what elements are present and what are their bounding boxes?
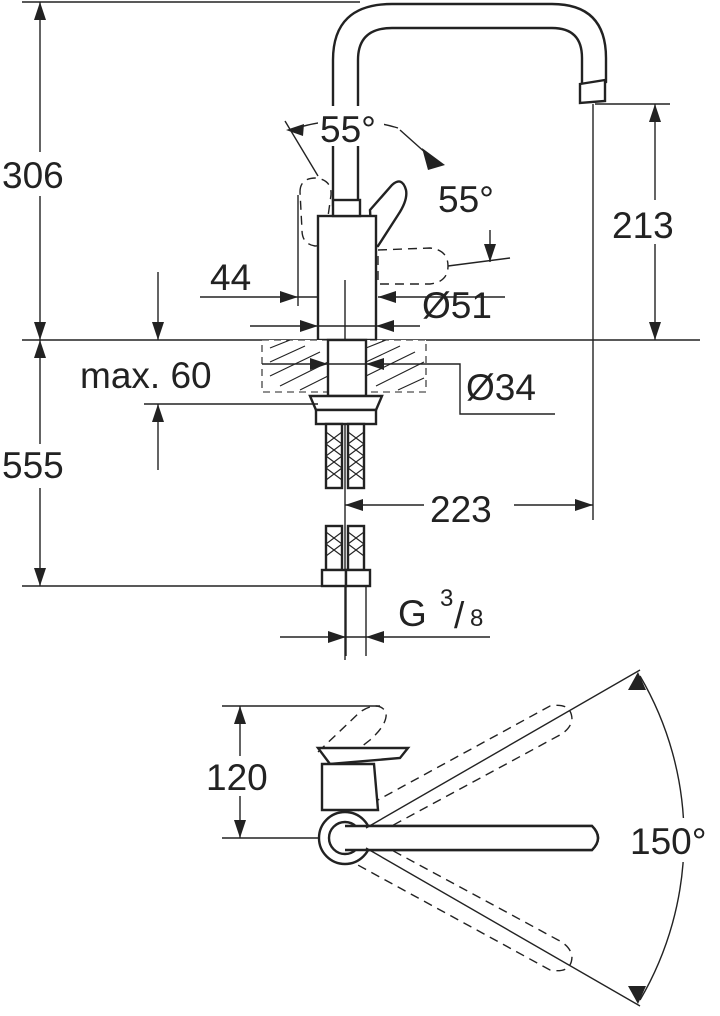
arrow-213-top [649,104,661,122]
dim-label-555: 555 [2,445,64,486]
label-bg-306 [0,152,82,196]
label-bg-213 [610,200,692,244]
arrow-150-bottom [628,986,646,1004]
spout-swing-dashed-up [344,704,573,843]
arrow-34-right [366,358,384,370]
arrow-555-bottom [34,568,46,586]
mounting-nut [308,394,384,412]
arrow-150-top [628,672,646,690]
dim-label-223: 223 [430,489,492,530]
arrow-g-right [366,631,384,643]
plan-view: 120 150° [202,669,720,1007]
mounting-washer [314,408,378,426]
arrow-213-bottom [649,322,661,340]
arrow-34-left [310,358,328,370]
arrow-60-top [152,322,164,340]
handle-body-plan [320,762,380,812]
label-bg-55-left [318,106,384,146]
arrow-120-bottom [234,820,246,838]
spout [331,2,608,207]
handle-plan [315,746,411,766]
arrow-angle-right [484,244,496,262]
label-bg-555 [0,444,82,488]
dim-label-g-numerator: 3 [440,585,453,612]
arrow-223-right [575,499,593,511]
side-elevation-view: 306 555 213 55° [0,1,700,660]
dim-label-g-slash: / [454,595,465,636]
label-bg-223 [424,488,514,528]
arrow-120-top [234,706,246,724]
spout-swing-dashed-down [344,833,573,972]
dim-label-120: 120 [206,757,268,798]
dim-label-44: 44 [210,257,251,298]
arrow-555-top [34,340,46,358]
angle-line-right-top [399,129,429,156]
leader-34 [430,363,555,415]
dim-label-60: max. 60 [80,355,212,396]
arrow-51-leader [378,291,396,303]
dim-label-34: Ø34 [466,367,536,408]
dim-label-55-left: 55° [320,109,376,150]
label-bg-55-right [436,176,516,216]
arrow-51-left [300,320,318,332]
dim-label-g: G [398,593,427,634]
label-bg-150 [626,818,720,862]
arrow-60-bottom [152,404,164,422]
angle-line-right [447,257,511,267]
handle-lever [368,180,408,248]
arrow-g-left [328,631,346,643]
label-bg-120 [202,756,286,796]
dim-label-150: 150° [630,821,707,862]
angle-ray-bottom [365,847,641,1007]
spout-plan-top [345,824,600,852]
dim-label-51: Ø51 [422,285,492,326]
handle-dashed-right [377,247,449,285]
dim-label-55-right: 55° [438,179,494,220]
spout-aerator [578,78,607,105]
dim-label-306: 306 [2,155,64,196]
body-cap [331,198,362,218]
dim-label-213: 213 [612,205,674,246]
mounting-shank [326,338,368,398]
arrow-306-top [34,2,46,20]
faucet-body [316,214,378,342]
arrow-306-bottom [34,322,46,340]
arrow-angle-left [286,124,304,136]
arrow-223-left [345,499,363,511]
supply-hoses [320,422,372,588]
angle-ray-top [365,669,641,829]
handle-dashed-top [317,705,387,771]
arrow-angle-right-top [422,148,445,170]
dim-label-g-denominator: 8 [470,605,483,632]
arrow-51-right [376,320,394,332]
arrow-44 [280,291,298,303]
